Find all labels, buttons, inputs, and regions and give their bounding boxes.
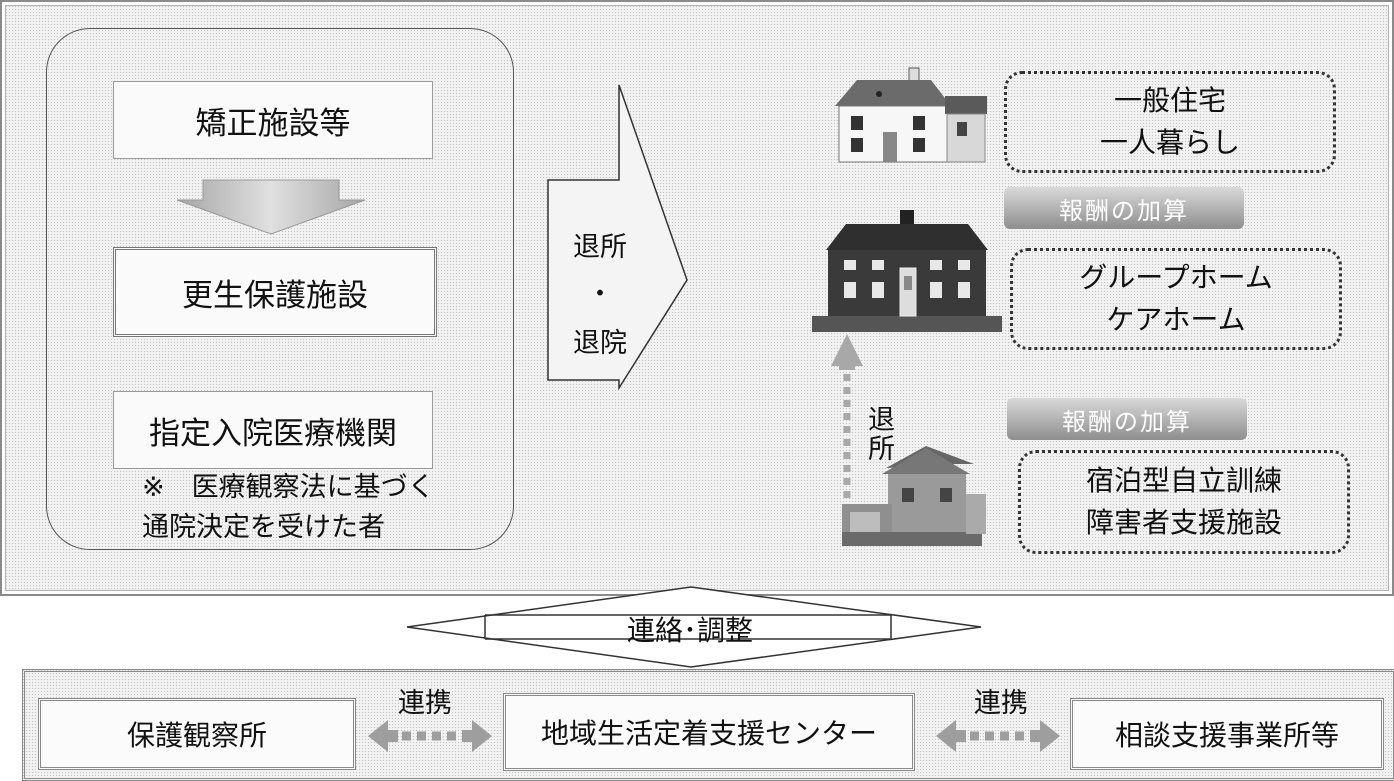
up-dotted-arrow-icon [831,334,863,518]
facility-building-icon [842,446,986,546]
lodging-facility-line-2: 障害者支援施設 [1085,506,1282,539]
coordination-double-arrow [406,586,982,668]
exit-char-2: 所 [868,434,895,465]
coordination-label: 連絡･調整 [626,614,753,647]
discharge-arrow [547,84,688,390]
designated-hospital-box: 指定入院医療機関 [113,391,433,469]
community-support-center-label: 地域生活定着支援センター [540,717,877,750]
group-home-line-1: グループホーム [1079,261,1273,294]
house-icon [835,67,987,163]
reward-addition-label-1: 報酬の加算 [1059,196,1189,225]
consultation-office-label: 相談支援事業所等 [1114,719,1339,752]
group-home-line-2: ケアホーム [1106,303,1246,336]
lodging-facility-line-1: 宿泊型自立訓練 [1085,464,1282,497]
discharge-label-1: 退所 [573,231,627,263]
group-home-icon [812,210,1002,332]
correctional-facilities-box: 矯正施設等 [113,81,433,159]
note-line-2: 通院決定を受けた者 [142,512,385,543]
bidirectional-arrow-icon [936,720,1060,752]
private-housing-box: 一般住宅 一人暮らし [1004,71,1336,173]
link-label-1: 連携 [398,688,452,719]
private-housing-line-1: 一般住宅 [1113,84,1226,117]
bidirectional-arrow-icon [368,720,492,752]
down-arrow-icon [176,179,366,235]
exit-char-1: 退 [868,405,895,436]
rehabilitation-facility-box: 更生保護施設 [113,247,437,337]
reward-addition-label-2: 報酬の加算 [1062,407,1192,436]
group-home-box: グループホーム ケアホーム [1010,248,1342,350]
community-support-center-box: 地域生活定着支援センター [503,693,915,771]
probation-office-box: 保護観察所 [38,698,356,770]
probation-office-label: 保護観察所 [126,719,267,752]
discharge-label-2: 退院 [573,327,627,359]
reward-addition-badge-1: 報酬の加算 [1004,187,1244,229]
rehabilitation-facility-label: 更生保護施設 [182,277,368,314]
correctional-facilities-label: 矯正施設等 [195,105,351,142]
medical-observation-note: ※ 医療観察法に基づく 通院決定を受けた者 [120,468,460,548]
reward-addition-badge-2: 報酬の加算 [1007,398,1247,440]
designated-hospital-label: 指定入院医療機関 [149,415,397,452]
lodging-facility-box: 宿泊型自立訓練 障害者支援施設 [1018,450,1350,554]
note-line-1: ※ 医療観察法に基づく [142,472,435,503]
link-label-2: 連携 [974,688,1028,719]
private-housing-line-2: 一人暮らし [1099,126,1240,159]
consultation-office-box: 相談支援事業所等 [1070,698,1384,770]
discharge-dot: ・ [586,278,614,310]
